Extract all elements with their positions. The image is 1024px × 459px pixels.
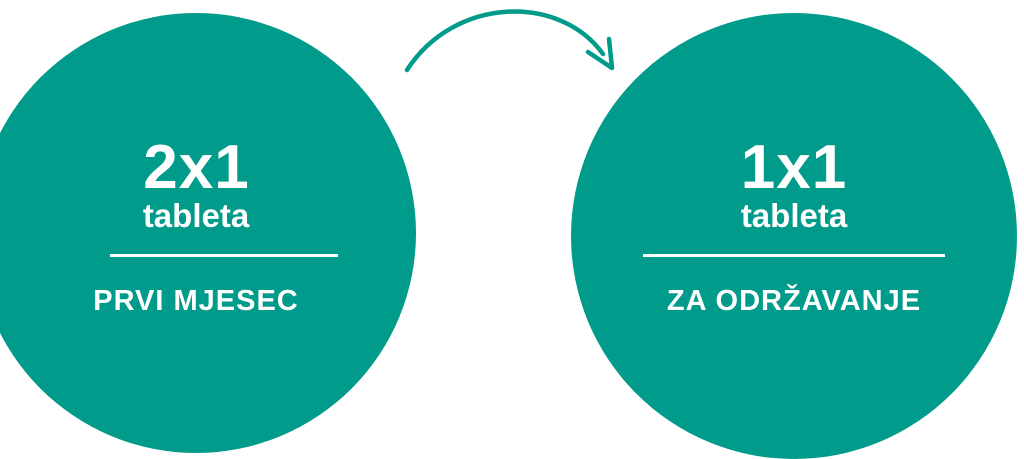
step-1-dose: 2x1 — [143, 133, 250, 202]
step-2-unit: tableta — [740, 197, 848, 234]
step-1-divider — [110, 254, 338, 257]
step-2-circle: 1x1 tableta ZA ODRŽAVANJE — [571, 13, 1017, 459]
step-2-dose: 1x1 — [740, 133, 848, 202]
step-1-circle: 2x1 tableta PRVI MJESEC — [0, 13, 416, 453]
step-1-period: PRVI MJESEC — [93, 285, 299, 317]
step-1-unit: tableta — [142, 197, 250, 234]
step-2-divider — [643, 254, 945, 257]
step-2-period: ZA ODRŽAVANJE — [666, 285, 922, 317]
